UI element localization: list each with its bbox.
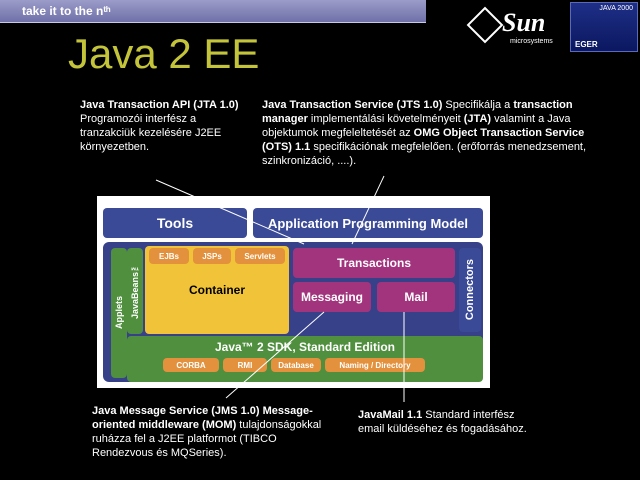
jsps-box: JSPs: [193, 248, 231, 264]
jts-description: Java Transaction Service (JTS 1.0) Speci…: [262, 98, 602, 168]
connectors-label: Connectors: [464, 259, 476, 321]
jms-description: Java Message Service (JMS 1.0) Message-o…: [92, 404, 322, 460]
apm-box: Application Programming Model: [253, 208, 483, 238]
connectors-box: Connectors: [459, 248, 481, 332]
jts-bold-3: (JTA): [463, 113, 492, 125]
slide-title: Java 2 EE: [68, 30, 260, 77]
database-box: Database: [271, 358, 321, 372]
jms-bold: Java Message Service (JMS 1.0) Message-o…: [92, 405, 313, 431]
applets-box: Applets: [111, 248, 127, 378]
sun-logo-subtext: microsystems: [510, 38, 553, 45]
ejbs-box: EJBs: [149, 248, 189, 264]
j2ee-diagram: Tools Application Programming Model Java…: [97, 196, 490, 388]
jts-text-1: Specifikálja a: [442, 99, 514, 111]
messaging-box: Messaging: [293, 282, 371, 312]
naming-box: Naming / Directory: [325, 358, 425, 372]
eger-year: JAVA 2000: [599, 5, 633, 12]
corba-box: CORBA: [163, 358, 219, 372]
mail-box: Mail: [377, 282, 455, 312]
eger-name: EGER: [575, 40, 598, 49]
top-banner: take it to the nᵗʰ: [0, 0, 426, 23]
jts-bold-1: Java Transaction Service (JTS 1.0): [262, 99, 443, 111]
javabeans-label: JavaBeans™: [130, 262, 140, 320]
servlets-box: Servlets: [235, 248, 285, 264]
sun-diamond-icon: [466, 6, 504, 44]
tools-box: Tools: [103, 208, 247, 238]
javamail-text: Standard interfész email küldéséhez és f…: [358, 409, 527, 435]
rmi-box: RMI: [223, 358, 267, 372]
eger-logo: JAVA 2000 EGER: [570, 2, 638, 52]
javamail-bold: JavaMail 1.1: [358, 409, 423, 421]
sun-logo: Sun microsystems: [466, 6, 560, 48]
sun-logo-text: Sun: [502, 8, 546, 37]
jta-description: Java Transaction API (JTA 1.0) Programoz…: [80, 98, 240, 154]
tagline: take it to the nᵗʰ: [22, 4, 111, 18]
javabeans-box: JavaBeans™: [127, 248, 143, 334]
jts-bold-2: transaction manager: [262, 99, 573, 125]
jta-bold: Java Transaction API (JTA 1.0): [80, 99, 239, 111]
jts-text-4: specifikációnak megfelelően. (erőforrás …: [262, 141, 587, 167]
javamail-description: JavaMail 1.1 Standard interfész email kü…: [358, 408, 538, 436]
jta-text: Programozói interfész a tranzakciük keze…: [80, 113, 222, 153]
transactions-box: Transactions: [293, 248, 455, 278]
jts-text-2: implementálási követelményeit: [307, 113, 464, 125]
jms-text: tulajdonságokkal ruházza fel a J2EE plat…: [92, 419, 322, 459]
jts-text-3: valamint a Java objektumok megfeleltetés…: [262, 113, 571, 139]
jts-bold-4: OMG Object Transaction Service (OTS) 1.1: [262, 127, 585, 153]
applets-label: Applets: [114, 296, 124, 330]
